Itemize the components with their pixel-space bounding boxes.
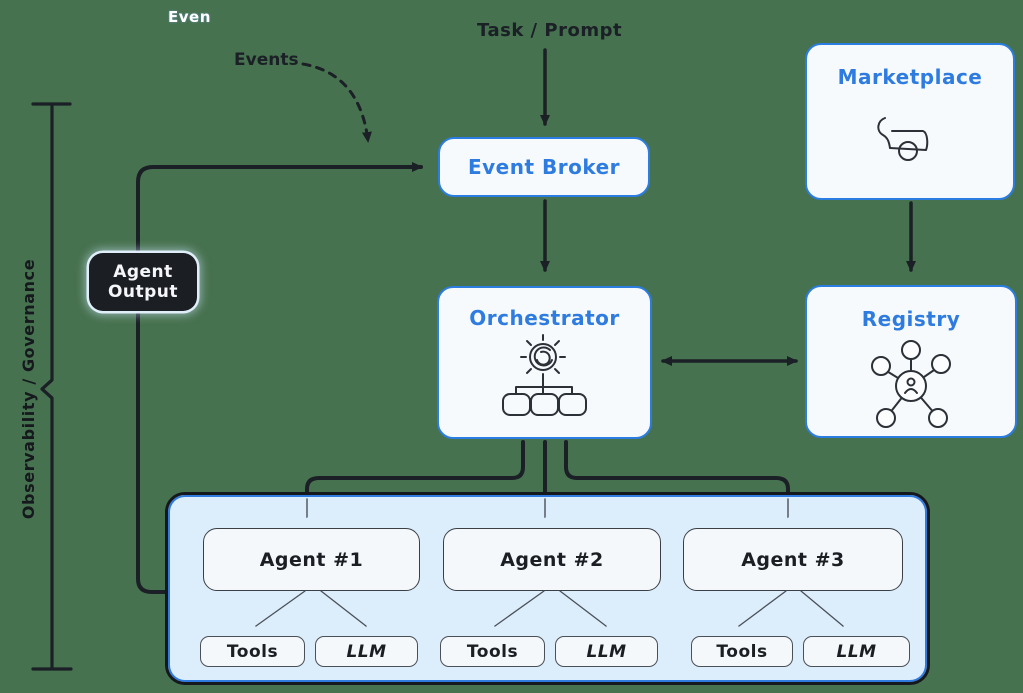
- agent-2-label: Agent #2: [500, 548, 604, 571]
- gear-orgchart-icon: [439, 330, 650, 437]
- agent-3-tools-label: Tools: [716, 641, 768, 662]
- agent-2-box: Agent #2: [443, 528, 661, 591]
- marketplace-node: Marketplace: [805, 43, 1015, 200]
- agent-2-llm-box: LLM: [555, 636, 658, 667]
- shopping-cart-icon: [807, 89, 1013, 199]
- task-prompt-label: Task / Prompt: [477, 20, 623, 41]
- orchestrator-stub-left: [305, 440, 525, 496]
- event-broker-title: Event Broker: [467, 155, 621, 179]
- agent-3-tools-box: Tools: [691, 636, 793, 667]
- network-hub-icon: [807, 331, 1015, 436]
- agent-2-tools-box: Tools: [440, 636, 545, 667]
- agent-3-box: Agent #3: [683, 528, 903, 591]
- ghost-even-label: Even: [168, 8, 211, 26]
- orchestrator-node: Orchestrator: [437, 286, 652, 439]
- agent-1-tools-label: Tools: [226, 641, 279, 662]
- orchestrator-stub-right: [564, 440, 790, 496]
- agent-3-llm-box: LLM: [803, 636, 910, 667]
- agent-1-llm-box: LLM: [315, 636, 418, 667]
- event-broker-node: Event Broker: [438, 137, 650, 197]
- agent-output-badge: Agent Output: [89, 253, 197, 311]
- agent-1-tools-box: Tools: [200, 636, 305, 667]
- agent-2-llm-label: LLM: [586, 641, 627, 662]
- agent-output-line2: Output: [107, 282, 179, 302]
- marketplace-title: Marketplace: [837, 65, 983, 89]
- orchestrator-title: Orchestrator: [469, 306, 620, 330]
- agent-3-llm-label: LLM: [836, 641, 877, 662]
- registry-title: Registry: [861, 307, 961, 331]
- agents-container: Agent #1 Tools LLM Agent #2 Tools LLM Ag…: [165, 492, 930, 685]
- agent-output-line1: Agent: [113, 262, 173, 282]
- events-label: Events: [234, 50, 299, 70]
- agent-1-label: Agent #1: [259, 548, 364, 571]
- registry-node: Registry: [805, 285, 1017, 438]
- agent-1-box: Agent #1: [203, 528, 420, 591]
- agent-2-tools-label: Tools: [466, 641, 519, 662]
- events-dashed-arrow: [301, 62, 372, 143]
- agent-3-label: Agent #3: [741, 548, 845, 571]
- agent-1-llm-label: LLM: [346, 641, 387, 662]
- observability-governance-label: Observability / Governance: [19, 258, 38, 520]
